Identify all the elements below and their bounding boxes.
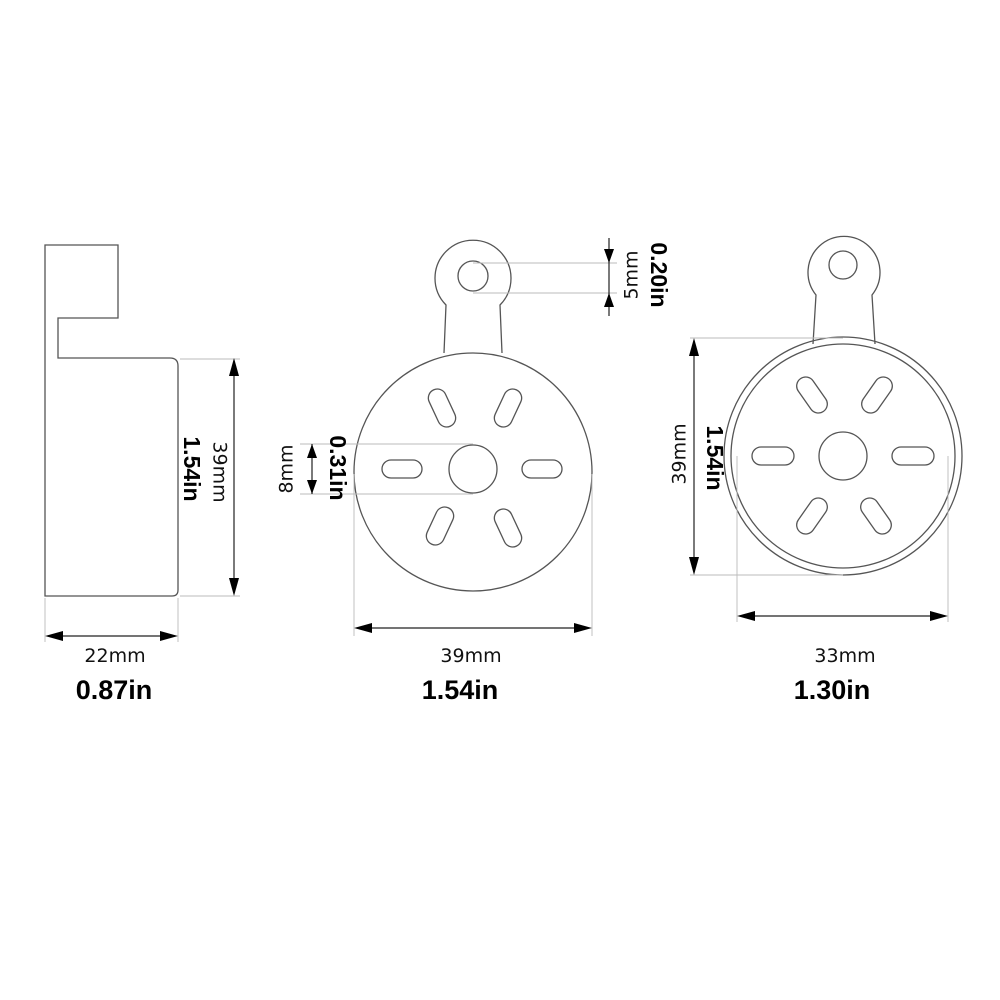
back-slot <box>796 497 828 535</box>
back-slot <box>860 497 892 535</box>
front-slots <box>381 388 563 548</box>
front-hole-mm-label: 5mm <box>621 250 643 299</box>
side-view: 39mm 1.54in 22mm 0.87in <box>44 244 240 705</box>
back-slots <box>751 376 935 535</box>
front-hole-in-label: 0.20in <box>646 242 672 307</box>
side-height-mm-label: 39mm <box>209 441 231 502</box>
front-center-hole <box>448 444 498 494</box>
front-hole-dimension <box>604 238 614 316</box>
front-disc <box>353 352 593 592</box>
front-slot <box>425 506 455 546</box>
front-tab-hole <box>457 260 489 292</box>
back-tab-hole <box>828 250 858 280</box>
back-height-dimension <box>689 338 699 575</box>
back-inner-disc <box>730 343 956 569</box>
front-slot <box>427 388 457 428</box>
back-slot <box>796 376 828 414</box>
back-slot <box>891 446 935 466</box>
front-slot <box>381 459 423 479</box>
side-width-in-label: 0.87in <box>76 675 153 705</box>
side-height-in-label: 1.54in <box>179 436 205 501</box>
front-width-dimension <box>354 623 592 633</box>
back-height-in-label: 1.54in <box>702 425 728 490</box>
side-height-dimension <box>229 358 239 596</box>
front-slot <box>493 388 523 428</box>
back-view: 39mm 1.54in 33mm 1.30in <box>669 235 963 705</box>
back-slot <box>861 376 893 414</box>
side-width-dimension <box>45 631 178 641</box>
side-view-outline <box>44 244 179 597</box>
back-width-in-label: 1.30in <box>794 675 871 705</box>
back-center-hole <box>818 431 868 481</box>
front-center-mm-label: 8mm <box>276 444 298 493</box>
front-mount-tab <box>434 239 512 354</box>
side-width-mm-label: 22mm <box>84 645 145 667</box>
front-slot <box>521 459 563 479</box>
front-view: 5mm 0.20in 8mm 0.31in 39mm 1.54in <box>276 238 672 705</box>
front-slot <box>493 508 523 548</box>
back-mount-tab <box>807 235 881 345</box>
back-outer-disc <box>723 336 963 576</box>
front-width-in-label: 1.54in <box>422 675 499 705</box>
back-width-dimension <box>737 611 948 621</box>
back-height-mm-label: 39mm <box>669 423 691 484</box>
front-center-in-label: 0.31in <box>325 435 351 500</box>
front-center-dimension <box>307 444 317 494</box>
back-slot <box>751 446 795 466</box>
back-width-mm-label: 33mm <box>814 645 875 667</box>
front-width-mm-label: 39mm <box>440 645 501 667</box>
